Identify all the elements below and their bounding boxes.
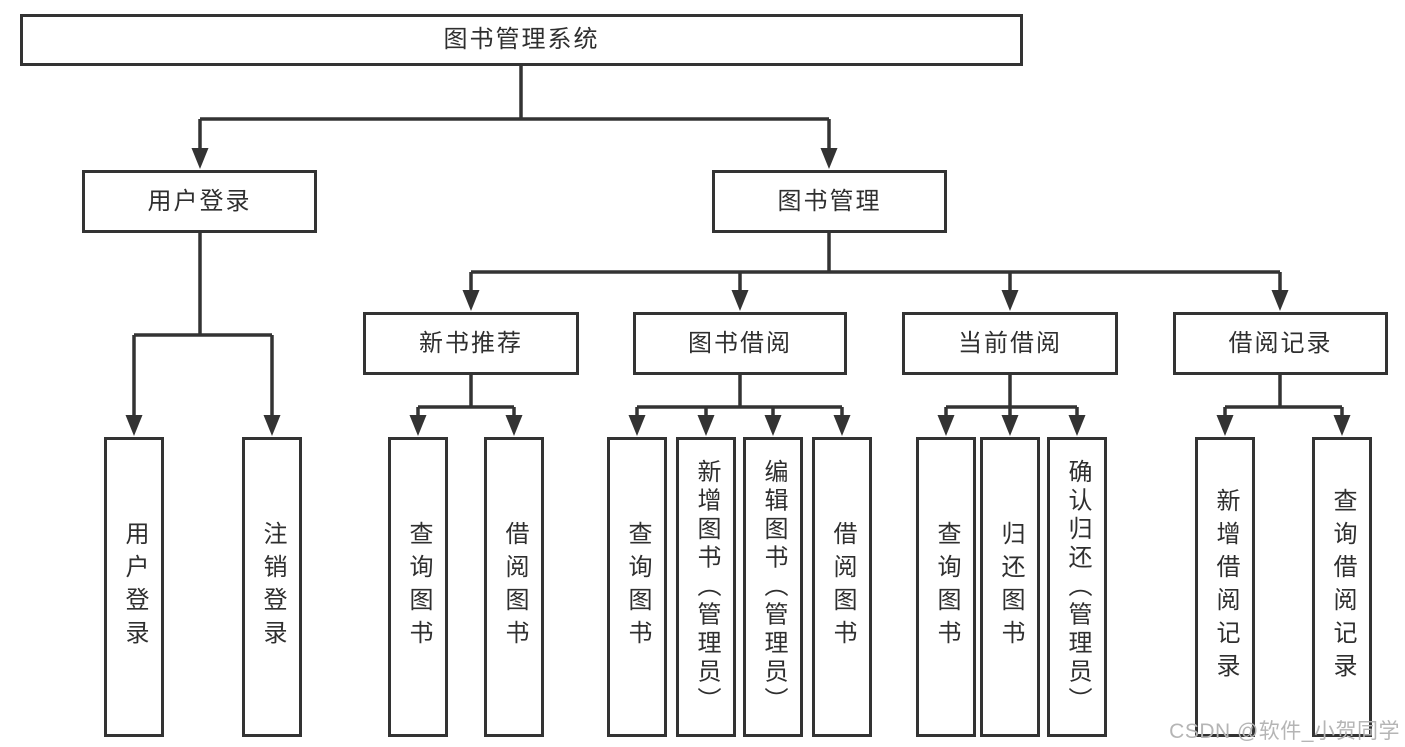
arrowhead-icon [191,148,209,169]
node-user-login: 用户登录 [82,170,317,233]
leaf-query-borrow-record: 查询借阅记录 [1312,437,1372,737]
leaf-label: 查询图书 [405,521,432,653]
leaf-label: 注销登录 [259,521,286,653]
arrowhead-icon [937,415,955,436]
arrowhead-icon [1068,415,1086,436]
node-book-borrowing: 图书借阅 [633,312,847,375]
arrowhead-icon [731,290,749,311]
node-borrowing-records: 借阅记录 [1173,312,1388,375]
node-label: 当前借阅 [958,329,1062,357]
arrowhead-icon [820,148,838,169]
arrowhead-icon [409,415,427,436]
connector-new-book-recommendation-to-leaves [416,375,516,417]
leaf-logout-login: 注销登录 [242,437,302,737]
leaf-borrow-books-borrowing: 借阅图书 [812,437,872,737]
leaf-label: 用户登录 [121,521,148,653]
node-label: 图书借阅 [688,329,792,357]
node-label: 借阅记录 [1228,329,1333,357]
connector-book-borrowing-to-leaves [635,375,844,417]
arrowhead-icon [833,415,851,436]
leaf-confirm-return-admin: 确认归还（管理员） [1047,437,1107,737]
connector-book-management-to-level2 [469,233,1282,292]
leaf-edit-books-admin: 编辑图书（管理员） [743,437,803,737]
leaf-label: 归还图书 [997,521,1024,653]
watermark: CSDN @软件_小贺同学 [1169,720,1400,743]
connector-user-login-to-leaves [132,233,274,417]
arrowhead-icon [1001,290,1019,311]
leaf-query-books-borrowing: 查询图书 [607,437,667,737]
leaf-label: 查询图书 [624,521,651,653]
arrowhead-icon [1001,415,1019,436]
arrowheads-user-login [125,415,281,436]
arrowhead-icon [505,415,523,436]
leaf-label: 新增图书（管理员） [693,458,720,716]
leaf-label: 借阅图书 [829,521,856,653]
node-book-management: 图书管理 [712,170,947,233]
node-new-book-recommendation: 新书推荐 [363,312,579,375]
arrowheads-level1 [191,148,838,169]
leaf-user-login: 用户登录 [104,437,164,737]
arrowhead-icon [1216,415,1234,436]
arrowhead-icon [1333,415,1351,436]
node-current-borrowing: 当前借阅 [902,312,1118,375]
arrowhead-icon [125,415,143,436]
node-label: 图书管理系统 [443,26,600,53]
arrowhead-icon [628,415,646,436]
connector-borrowing-records-to-leaves [1223,375,1344,417]
arrowhead-icon [697,415,715,436]
arrowhead-icon [1271,290,1289,311]
node-library-management-system: 图书管理系统 [20,14,1023,66]
node-label: 新书推荐 [419,329,523,357]
leaf-add-borrow-record: 新增借阅记录 [1195,437,1255,737]
node-label: 图书管理 [777,187,882,215]
arrowhead-icon [263,415,281,436]
arrowhead-icon [764,415,782,436]
leaf-label: 借阅图书 [501,521,528,653]
leaf-label: 新增借阅记录 [1212,488,1239,686]
leaf-borrow-books-recommend: 借阅图书 [484,437,544,737]
node-label: 用户登录 [147,187,252,215]
leaf-query-books-current: 查询图书 [916,437,976,737]
leaf-add-books-admin: 新增图书（管理员） [676,437,736,737]
leaf-label: 查询图书 [933,521,960,653]
leaf-label: 编辑图书（管理员） [760,458,787,716]
connector-root-to-level1 [198,66,831,150]
connector-current-borrowing-to-leaves [944,375,1079,417]
leaf-label: 确认归还（管理员） [1064,458,1091,716]
arrowheads-leaves [409,415,1351,436]
arrowheads-level2 [462,290,1289,311]
leaf-query-books-recommend: 查询图书 [388,437,448,737]
arrowhead-icon [462,290,480,311]
leaf-return-books: 归还图书 [980,437,1040,737]
leaf-label: 查询借阅记录 [1329,488,1356,686]
